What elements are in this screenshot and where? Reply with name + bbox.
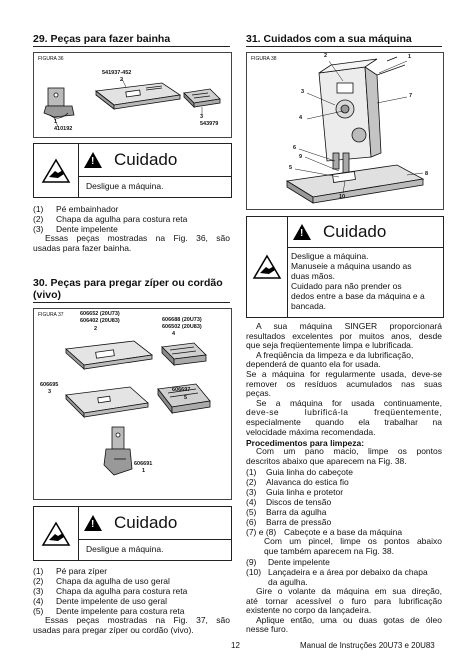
section-29-title: 29. Peças para fazer bainha <box>33 33 171 45</box>
figure-37-part-606688: 606688 (20U73) <box>162 317 202 323</box>
list-item: (2)Alavanca do estica fio <box>246 477 349 487</box>
figure-36-part-541937-452: 541937-452 <box>102 70 132 76</box>
caution-box-1: ! Cuidado Desligue a máquina. <box>33 143 232 198</box>
paragraph-29: Essas peças mostradas na Fig. 36, são us… <box>33 233 230 253</box>
figure-37-drawing <box>65 340 211 476</box>
figure-38-callout-5: 5 <box>289 165 293 171</box>
procedures-intro: Com um pano macio, limpe os pontos descr… <box>246 446 442 466</box>
figure-38-callout-7: 7 <box>409 93 413 99</box>
warning-triangle-icon: ! <box>84 152 102 168</box>
figure-37-callout-4: 4 <box>172 331 176 337</box>
section-30-rule <box>33 302 230 303</box>
figure-37: FIGURA 37 <box>33 308 232 500</box>
figure-38-callout-1: 1 <box>408 54 412 60</box>
caution-header-2: ! Cuidado <box>78 507 231 540</box>
list-item: (3)Dente impelente <box>33 224 118 234</box>
hand-hazard-icon <box>34 144 79 197</box>
caution-body-1: Desligue a máquina. <box>86 181 164 191</box>
procedures-title: Procedimentos para limpeza: <box>246 438 365 448</box>
list-item: (1)Pé para zíper <box>33 566 108 576</box>
section-29-rule <box>33 46 230 47</box>
figure-38-callout-2: 2 <box>324 53 328 59</box>
list-item: (1)Guia linha do cabeçote <box>246 467 353 477</box>
figure-36-callout-3: 3 <box>200 114 204 120</box>
figure-37-part-606652: 606652 (20U73) <box>80 311 120 317</box>
figure-37-part-606697: 606697 <box>172 387 191 393</box>
figure-37-callout-1: 1 <box>142 468 146 474</box>
figure-38-callout-6: 6 <box>293 145 297 151</box>
figure-38-callout-3: 3 <box>301 89 305 95</box>
caution-box-3: ! Cuidado Desligue a máquina. Manuseie a… <box>246 216 444 318</box>
list-item: (4)Dente impelente de uso geral <box>33 596 168 606</box>
figure-36-label: FIGURA 36 <box>38 56 64 62</box>
figure-38-drawing <box>285 56 425 204</box>
brush-instructions: Com um pincel, limpe os pontos abaixo qu… <box>264 536 442 556</box>
page-number: 12 <box>231 641 240 650</box>
list-item: (5)Barra da agulha <box>246 507 327 517</box>
list-item: (3)Chapa da agulha para costura reta <box>33 586 188 596</box>
caution-heading-2: Cuidado <box>114 513 178 532</box>
paragraph-30: Essas peças mostradas na Fig. 37, são us… <box>33 615 230 635</box>
caution-body-2: Desligue a máquina. <box>86 544 164 554</box>
section-30-title-line1: 30. Peças para pregar zíper ou cordão <box>33 277 223 289</box>
warning-triangle-icon: ! <box>293 224 311 240</box>
figure-36-part-410192: 410192 <box>54 126 73 132</box>
figure-38: FIGURA 38 <box>246 52 444 210</box>
figure-38-callout-4: 4 <box>299 115 303 121</box>
figure-38-callout-10: 10 <box>339 194 346 200</box>
footer-manual-title: Manual de Instruções 20U73 e 20U83 <box>300 641 435 650</box>
figure-37-callout-2: 2 <box>94 326 98 332</box>
figure-37-part-606502: 606502 (20U83) <box>162 324 202 330</box>
caution-box-2: ! Cuidado Desligue a máquina. <box>33 506 232 561</box>
list-item: (4)Discos de tensão <box>246 497 332 507</box>
figure-36-callout-1: 1 <box>54 119 58 125</box>
caution-heading-3: Cuidado <box>323 222 387 241</box>
list-item: (9)Dente impelente <box>246 557 330 567</box>
list-item: (2)Chapa da agulha para costura reta <box>33 214 188 224</box>
figure-37-callout-3: 3 <box>48 389 52 395</box>
section-31-rule <box>246 46 442 47</box>
list-item: (7) e (8)Cabeçote e a base da máquina <box>246 527 403 537</box>
hand-hazard-icon <box>247 217 288 317</box>
caution-heading-1: Cuidado <box>114 150 178 169</box>
figure-38-label: FIGURA 38 <box>251 56 277 62</box>
list-item: (6)Barra de pressão <box>246 517 332 527</box>
section-31-title: 31. Cuidados com a sua máquina <box>246 33 412 45</box>
figure-37-part-606402: 606402 (20U83) <box>80 318 120 324</box>
paragraph-31-intro: A sua máquina SINGER proporcionará resul… <box>246 321 442 437</box>
section-30-title-line2: (vivo) <box>33 289 62 301</box>
figure-37-part-606695: 606695 <box>40 382 59 388</box>
list-item: (5)Dente impelente para costura reta <box>33 606 185 616</box>
hand-hazard-icon <box>34 507 79 560</box>
list-item: (3)Guia linha e protetor <box>246 487 344 497</box>
paragraph-31-oil: Gire o volante da máquina em sua direção… <box>246 586 442 635</box>
caution-header-1: ! Cuidado <box>78 144 231 177</box>
caution-body-3: Desligue a máquina. Manuseie a máquina u… <box>291 251 425 311</box>
figure-36: FIGURA 36 541937-452 2 <box>33 52 232 138</box>
figure-38-callout-8: 8 <box>425 171 429 177</box>
figure-38-callout-9: 9 <box>299 154 303 160</box>
list-item: (1)Pé embainhador <box>33 204 119 214</box>
caution-header-3: ! Cuidado <box>287 217 443 248</box>
list-item: (2)Chapa da agulha de uso geral <box>33 576 170 586</box>
list-item: (10)Lançadeira e a área por debaixo da c… <box>246 567 428 577</box>
figure-36-part-543979: 543979 <box>200 121 219 127</box>
figure-37-callout-5: 5 <box>184 395 188 401</box>
list-item-continuation: da agulha. <box>268 577 308 587</box>
figure-37-part-606691: 606691 <box>134 461 153 467</box>
warning-triangle-icon: ! <box>84 515 102 531</box>
figure-36-callout-2: 2 <box>120 77 124 83</box>
figure-37-label: FIGURA 37 <box>38 312 64 318</box>
figure-36-drawing <box>43 78 221 128</box>
